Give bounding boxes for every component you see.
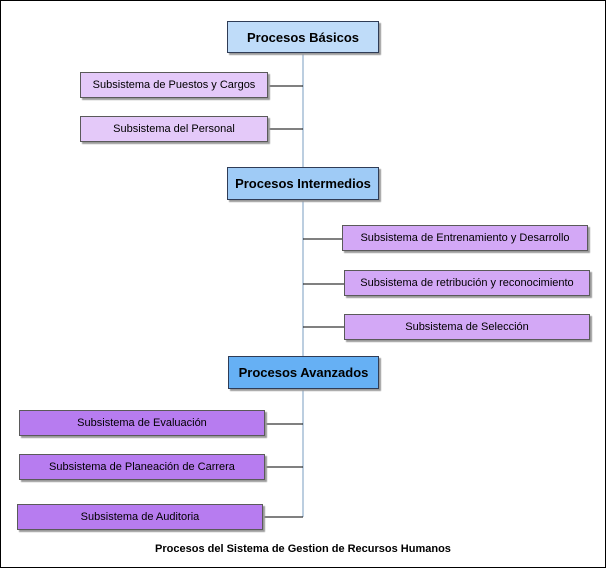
stage-procesos-intermedios: Procesos Intermedios <box>227 167 379 200</box>
subsystem-puestos-y-cargos: Subsistema de Puestos y Cargos <box>80 72 268 98</box>
subsystem-entrenamiento-y-desarrollo: Subsistema de Entrenamiento y Desarrollo <box>342 225 588 251</box>
diagram-caption: Procesos del Sistema de Gestion de Recur… <box>155 543 451 555</box>
subsystem-personal: Subsistema del Personal <box>80 116 268 142</box>
subsystem-seleccion: Subsistema de Selección <box>344 314 590 340</box>
subsystem-planeacion-de-carrera: Subsistema de Planeación de Carrera <box>19 454 265 480</box>
stage-procesos-avanzados: Procesos Avanzados <box>228 356 379 389</box>
stage-procesos-basicos: Procesos Básicos <box>227 21 379 53</box>
subsystem-retribucion-y-reconocimiento: Subsistema de retribución y reconocimien… <box>344 270 590 296</box>
subsystem-evaluacion: Subsistema de Evaluación <box>19 410 265 436</box>
subsystem-auditoria: Subsistema de Auditoria <box>17 504 263 530</box>
